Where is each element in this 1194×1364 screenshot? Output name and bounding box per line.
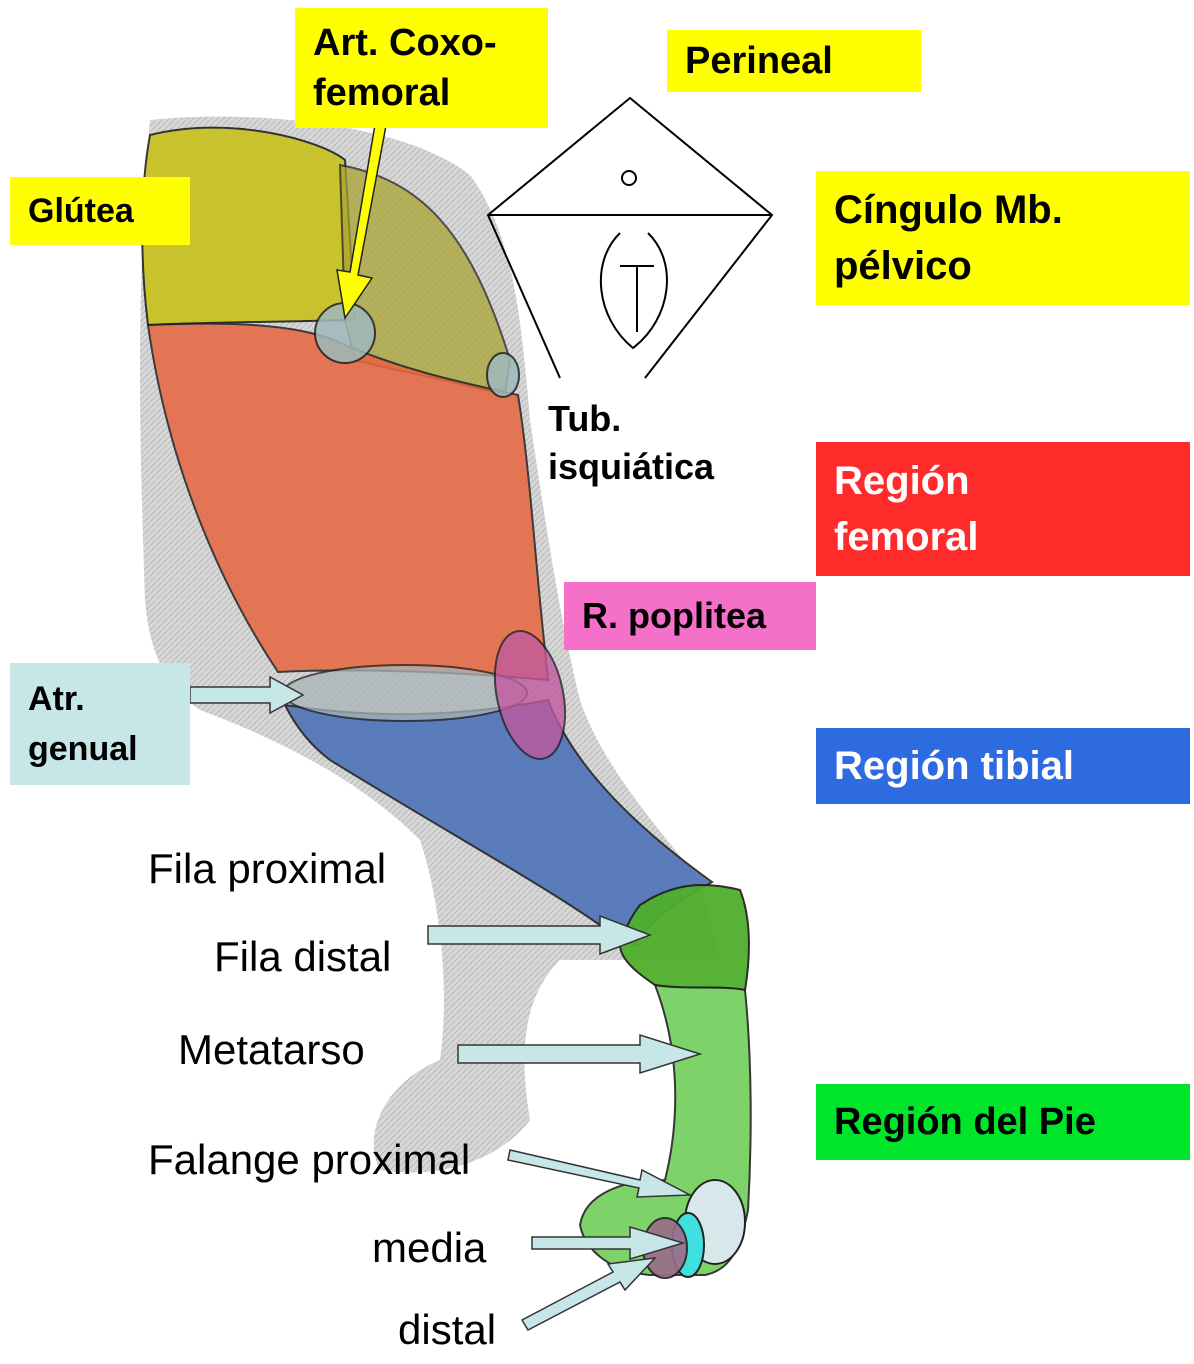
label-femoral-line2: femoral [834, 509, 979, 565]
label-perineal: Perineal [667, 30, 921, 92]
label-tub-isquiatica: Tub. isquiática [548, 395, 714, 491]
label-genual: Atr. genual [10, 663, 190, 785]
label-glutea: Glútea [10, 177, 190, 245]
label-media: media [372, 1224, 486, 1272]
label-cingulo-line2: pélvico [834, 238, 1063, 294]
label-falange-proximal: Falange proximal [148, 1136, 470, 1184]
label-fila-distal: Fila distal [214, 933, 391, 981]
label-cingulo: Cíngulo Mb. pélvico [816, 171, 1190, 305]
label-region-pie: Región del Pie [816, 1084, 1190, 1160]
label-region-tibial: Región tibial [816, 728, 1190, 804]
arrow-falange-proximal [508, 1150, 690, 1197]
label-poplitea-text: R. poplitea [582, 591, 766, 641]
label-tub-line1: Tub. [548, 395, 714, 443]
arrow-distal [522, 1258, 655, 1330]
label-fila-proximal: Fila proximal [148, 845, 386, 893]
label-coxofemoral-line1: Art. Coxo- [313, 18, 497, 68]
label-genual-line2: genual [28, 724, 138, 774]
label-genual-line1: Atr. [28, 674, 138, 724]
label-metatarso: Metatarso [178, 1026, 365, 1074]
label-tibial-text: Región tibial [834, 741, 1074, 791]
perineal-diagram [488, 98, 772, 378]
label-tub-line2: isquiática [548, 443, 714, 491]
label-poplitea: R. poplitea [564, 582, 816, 650]
label-glutea-text: Glútea [28, 186, 134, 236]
label-femoral-line1: Región [834, 453, 979, 509]
ischiatic-tuber [487, 353, 519, 397]
label-distal: distal [398, 1306, 496, 1354]
label-coxofemoral-line2: femoral [313, 68, 497, 118]
label-perineal-text: Perineal [685, 36, 833, 86]
genual-joint [283, 665, 527, 721]
label-cingulo-line1: Cíngulo Mb. [834, 182, 1063, 238]
label-pie-text: Región del Pie [834, 1097, 1096, 1147]
label-region-femoral: Región femoral [816, 442, 1190, 576]
label-coxofemoral: Art. Coxo- femoral [295, 8, 548, 128]
